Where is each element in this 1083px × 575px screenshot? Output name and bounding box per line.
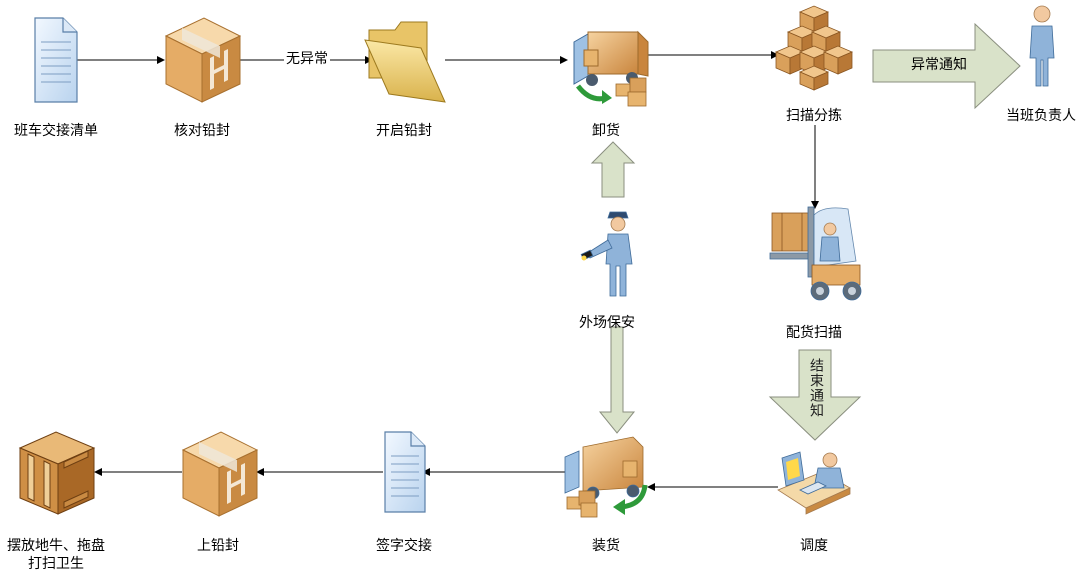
label-scan-sort: 扫描分拣 <box>786 108 842 124</box>
seal-box-icon <box>181 431 259 517</box>
label-security: 外场保安 <box>579 315 635 331</box>
edge-label-no-anomaly: 无异常 <box>284 50 330 69</box>
label-shuttle-list: 班车交接清单 <box>14 123 98 139</box>
crate-icon <box>18 431 96 515</box>
security-guard-icon <box>580 211 633 297</box>
sealed-box-icon <box>164 17 242 103</box>
label-shift-leader: 当班负责人 <box>1006 108 1076 124</box>
label-open-seal: 开启铅封 <box>376 123 432 139</box>
label-unload: 卸货 <box>592 123 620 139</box>
person-icon <box>1029 5 1055 87</box>
label-arrange-line2: 打扫卫生 <box>28 556 84 572</box>
fat-arrows <box>590 22 1021 441</box>
label-dispatch: 调度 <box>800 538 828 554</box>
security-up-arrow <box>590 141 636 198</box>
signed-document-icon <box>384 431 426 513</box>
label-load: 装货 <box>592 538 620 554</box>
truck-load-icon <box>564 436 648 518</box>
security-down-arrow <box>598 326 636 434</box>
folder-icon <box>364 21 446 103</box>
label-arrange-line1: 摆放地牛、拖盘 <box>7 538 105 554</box>
document-icon <box>34 17 78 103</box>
end-notice-arrow <box>768 349 862 441</box>
truck-unload-icon <box>573 30 649 107</box>
stacked-boxes-icon <box>774 5 854 91</box>
label-sign-handover: 签字交接 <box>376 538 432 554</box>
label-check-seal: 核对铅封 <box>174 123 230 139</box>
dispatcher-icon <box>777 451 851 515</box>
label-apply-seal: 上铅封 <box>197 538 239 554</box>
forklift-icon <box>769 206 862 301</box>
edge-label-anomaly-notice: 异常通知 <box>911 57 967 73</box>
connectors <box>77 51 819 491</box>
anomaly-notice-arrow <box>872 22 1021 110</box>
edge-label-end-notice: 结束通知 <box>808 358 824 418</box>
label-pick-scan: 配货扫描 <box>786 325 842 341</box>
